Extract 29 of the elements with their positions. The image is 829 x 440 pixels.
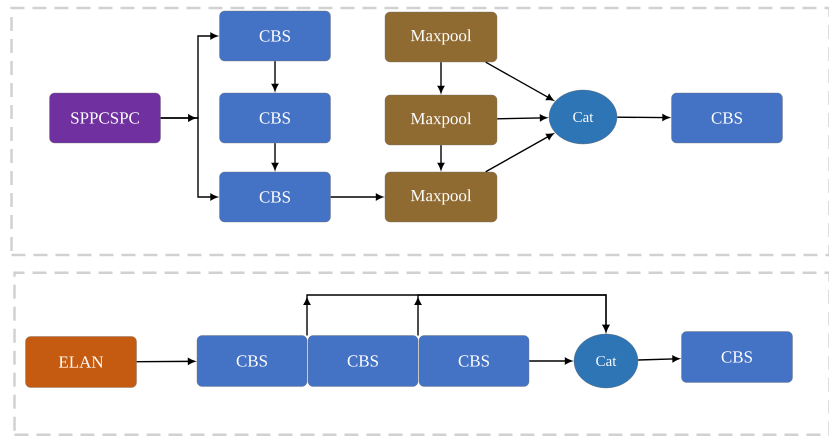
arrow	[272, 61, 278, 92]
process-box: CBS	[219, 92, 331, 144]
arrow	[497, 114, 548, 122]
arrow	[529, 358, 572, 364]
process-box: Maxpool	[384, 12, 498, 62]
process-box: SPPCSPC	[49, 92, 161, 144]
process-box: CBS	[219, 10, 331, 62]
dashed-panel	[13, 272, 829, 436]
arrow	[485, 62, 554, 101]
arrow	[136, 358, 196, 365]
arrow	[638, 356, 680, 362]
process-box: Maxpool	[384, 94, 498, 146]
process-box: CBS	[196, 335, 308, 387]
arrow	[160, 114, 218, 200]
arrow	[272, 143, 278, 170]
process-box: CBS	[308, 335, 418, 387]
arrow	[414, 294, 610, 336]
dashed-panel	[10, 6, 829, 256]
process-box: CBS	[219, 172, 331, 222]
process-box: Maxpool	[384, 172, 498, 222]
arrow	[438, 145, 444, 170]
arrow	[617, 114, 670, 121]
arrow	[485, 133, 554, 172]
process-box: CBS	[681, 331, 793, 383]
process-box: CBS	[418, 335, 530, 387]
process-box: CBS	[671, 92, 783, 144]
arrow	[330, 194, 384, 200]
process-box: ELAN	[25, 336, 137, 388]
arrow	[438, 62, 444, 94]
